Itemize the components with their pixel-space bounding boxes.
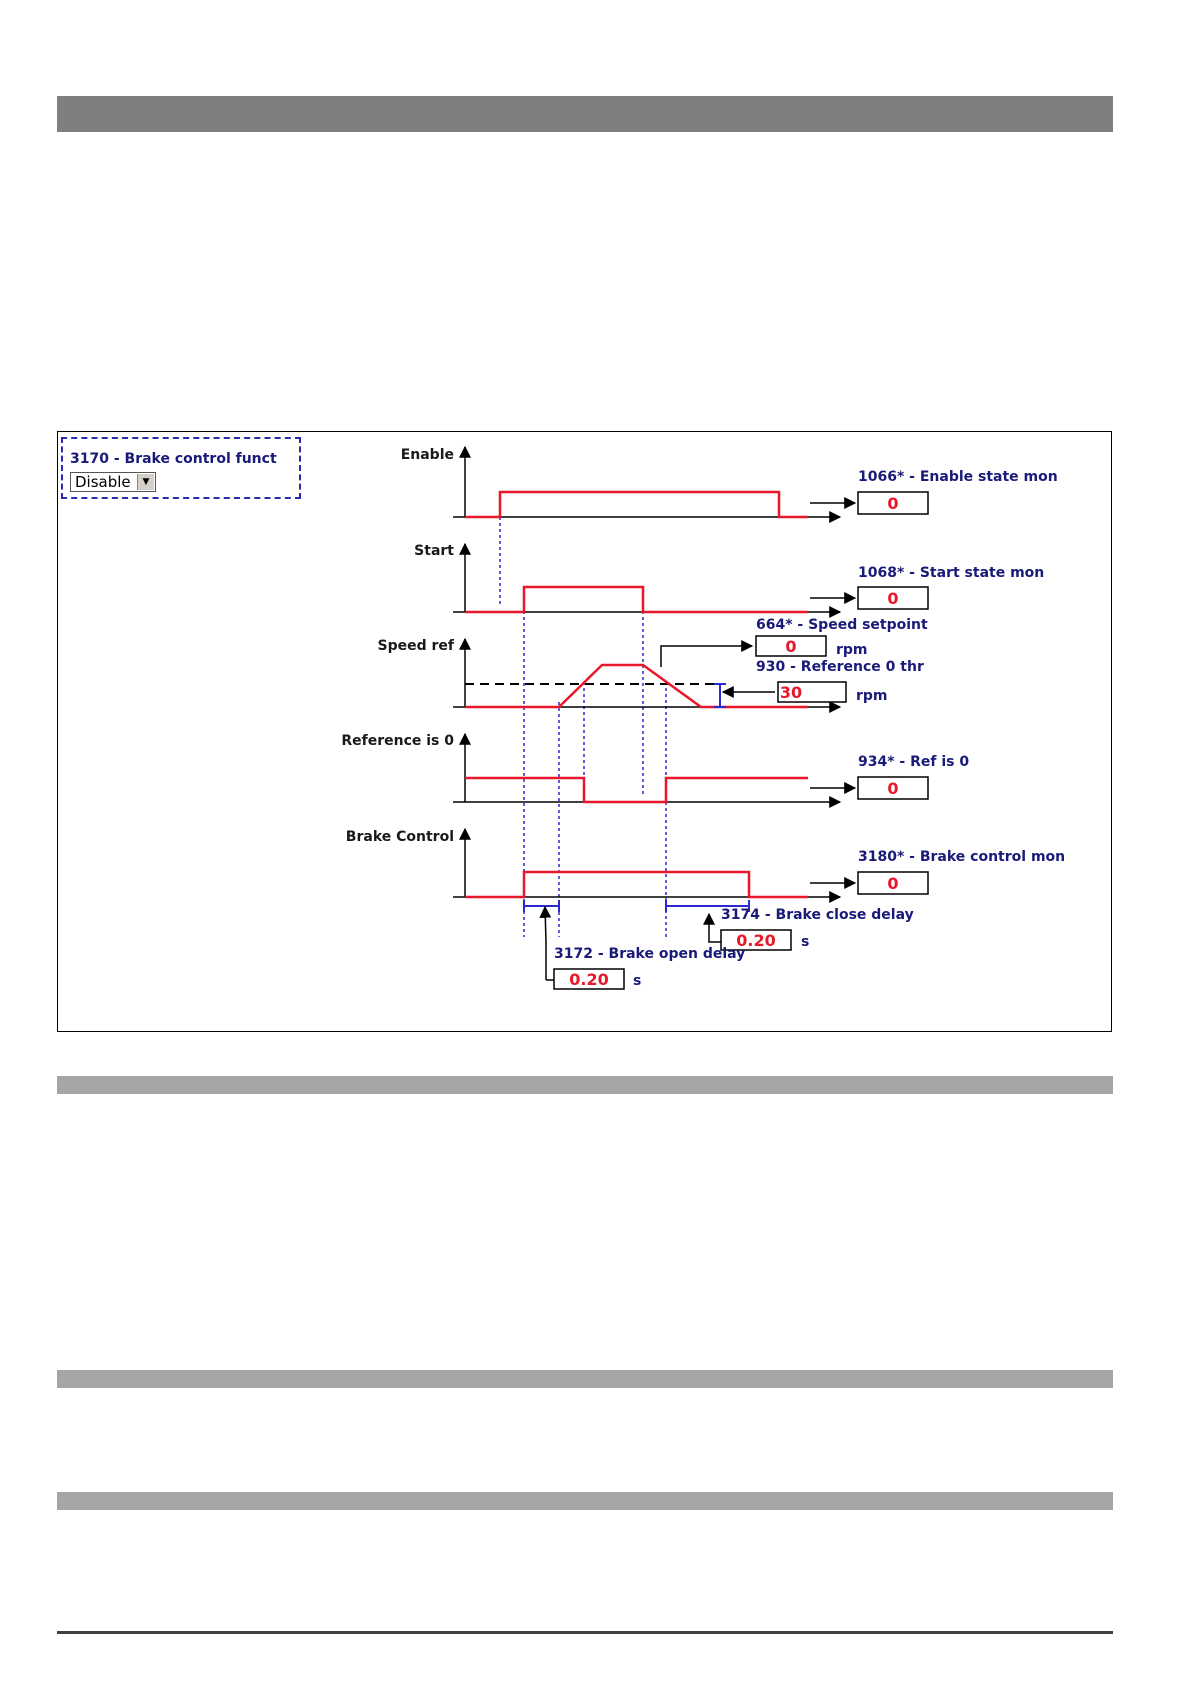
open-delay-box <box>553 968 625 990</box>
brake-control-waveform <box>465 870 808 899</box>
start-waveform <box>465 585 808 614</box>
enable-state-mon-label: 1066* - Enable state mon <box>858 469 1058 485</box>
footer-rule <box>57 1631 1113 1634</box>
enable-label: Enable <box>401 447 454 463</box>
timing-guides <box>499 517 667 937</box>
speed-setpoint-box <box>755 635 827 657</box>
brake-control-value: 0 <box>887 874 898 893</box>
brake-function-value: Disable <box>75 473 131 491</box>
start-state-value: 0 <box>887 589 898 608</box>
brake-timing-diagram: 3170 - Brake control funct Disable ▼ <box>57 431 1112 1032</box>
brake-function-title: 3170 - Brake control funct <box>70 451 277 467</box>
speed-ref-label: Speed ref <box>378 638 455 654</box>
signal-waveforms <box>465 490 808 899</box>
open-delay-value[interactable]: 0.20 <box>569 970 608 989</box>
reference-thr-box <box>777 681 847 703</box>
threshold-bracket <box>714 683 726 708</box>
start-label: Start <box>414 543 454 559</box>
delay-brackets <box>523 900 750 912</box>
section-bar-2 <box>57 1370 1113 1388</box>
speed-setpoint-value: 0 <box>785 637 796 656</box>
brake-control-label: Brake Control <box>346 829 454 845</box>
brake-control-box <box>857 871 929 895</box>
ref-is-0-mon-label: 934* - Ref is 0 <box>858 754 969 770</box>
brake-close-delay-label: 3174 - Brake close delay <box>721 907 914 923</box>
reference-thr-unit: rpm <box>856 688 888 704</box>
brake-function-select[interactable]: Disable ▼ <box>70 472 156 492</box>
dropdown-arrow-icon[interactable]: ▼ <box>137 474 154 490</box>
ref-is-0-box <box>857 776 929 800</box>
brake-open-delay-label: 3172 - Brake open delay <box>554 946 745 962</box>
close-delay-box <box>720 929 792 951</box>
start-state-box <box>857 586 929 610</box>
speed-setpoint-arrow <box>660 640 754 667</box>
ref-is-0-value: 0 <box>887 779 898 798</box>
ref-is-0-label: Reference is 0 <box>341 733 454 749</box>
section-bar-1 <box>57 1076 1113 1094</box>
enable-state-box <box>857 491 929 515</box>
speed-setpoint-unit: rpm <box>836 642 868 658</box>
enable-state-value: 0 <box>887 494 898 513</box>
reference-thr-label: 930 - Reference 0 thr <box>756 659 924 675</box>
timing-chart-svg: Enable Start Speed ref Reference is 0 Br… <box>341 445 1065 990</box>
brake-function-panel: 3170 - Brake control funct Disable ▼ <box>61 437 301 499</box>
header-bar <box>57 96 1113 132</box>
close-delay-arrow <box>703 912 715 943</box>
start-state-mon-label: 1068* - Start state mon <box>858 565 1044 581</box>
value-boxes <box>553 491 929 990</box>
ref-is-0-waveform <box>465 776 808 804</box>
monitor-arrows <box>539 497 857 980</box>
open-delay-arrow <box>539 905 552 980</box>
open-delay-unit: s <box>633 973 641 989</box>
reference-thr-value[interactable]: 30 <box>780 683 802 702</box>
section-bar-3 <box>57 1492 1113 1510</box>
close-delay-value[interactable]: 0.20 <box>736 931 775 950</box>
speed-setpoint-label: 664* - Speed setpoint <box>756 617 928 633</box>
close-delay-unit: s <box>801 934 809 950</box>
brake-control-mon-label: 3180* - Brake control mon <box>858 849 1065 865</box>
enable-waveform <box>465 490 808 519</box>
